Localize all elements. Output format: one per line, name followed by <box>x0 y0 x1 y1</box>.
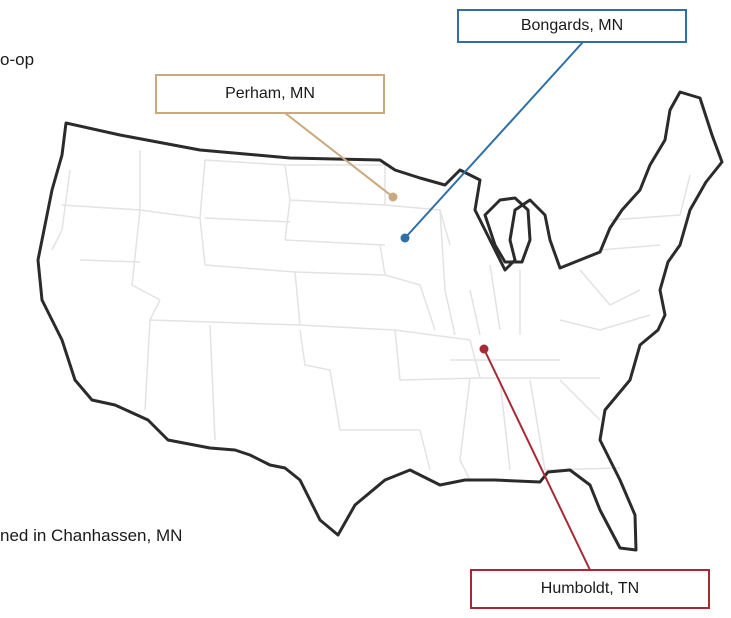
perham-callout-line <box>284 112 394 198</box>
bongards-callout-line <box>404 41 584 239</box>
michigan-outline <box>483 196 532 264</box>
partial-text-bottom: ned in Chanhassen, MN <box>0 526 183 545</box>
perham-marker[interactable] <box>388 192 398 202</box>
partial-text-top: o-op <box>0 50 35 69</box>
humboldt-callout-line <box>483 348 591 571</box>
bongards-marker[interactable] <box>400 233 410 243</box>
perham-label[interactable]: Perham, MN <box>155 74 385 114</box>
state-borders <box>51 150 691 481</box>
bongards-label[interactable]: Bongards, MN <box>457 9 687 43</box>
humboldt-label[interactable]: Humboldt, TN <box>470 569 710 609</box>
humboldt-marker[interactable] <box>479 344 489 354</box>
